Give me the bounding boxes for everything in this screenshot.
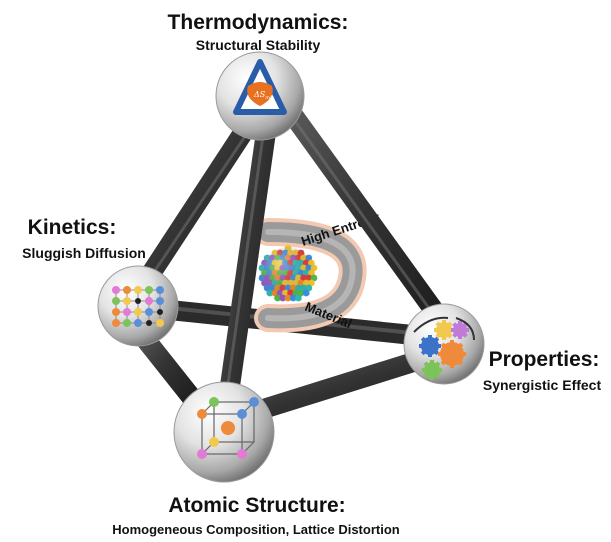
lattice-atom <box>249 397 259 407</box>
svg-text:ΔSmix: ΔSmix <box>253 90 275 101</box>
diffusion-atom <box>157 309 163 315</box>
gear <box>440 342 464 366</box>
diffusion-atom <box>134 286 142 294</box>
diffusion-atom <box>134 308 142 316</box>
lattice-atom <box>197 409 207 419</box>
gear <box>436 322 452 338</box>
diffusion-atom <box>112 308 120 316</box>
lattice-atoms <box>197 397 259 459</box>
thermodynamics-node: ΔSmix <box>215 51 305 141</box>
diffusion-atom <box>123 297 131 305</box>
lattice-atom <box>209 397 219 407</box>
gear <box>421 337 439 355</box>
gears-icon <box>419 320 469 380</box>
gear <box>424 362 440 378</box>
lattice-atom <box>237 409 247 419</box>
entropy-drop-icon <box>247 82 273 106</box>
atomic-structure-node <box>173 381 275 483</box>
diffusion-atom <box>156 297 164 305</box>
entropy-symbol-sub: mix <box>265 95 274 101</box>
gear <box>453 323 467 337</box>
diffusion-grid <box>112 286 164 327</box>
lattice-atom <box>197 449 207 459</box>
diffusion-atom <box>123 319 131 327</box>
atomic-structure-subtitle: Homogeneous Composition, Lattice Distort… <box>112 522 400 537</box>
lattice-atom <box>221 421 235 435</box>
thermodynamics-subtitle: Structural Stability <box>196 37 321 53</box>
kinetics-title: Kinetics: <box>28 216 117 239</box>
diffusion-atom <box>145 286 153 294</box>
diffusion-atom <box>145 297 153 305</box>
diffusion-atom <box>146 320 152 326</box>
diffusion-atom <box>156 319 164 327</box>
diffusion-atom <box>112 286 120 294</box>
diffusion-atom <box>112 297 120 305</box>
diffusion-atom <box>135 298 141 304</box>
diffusion-atom <box>123 308 131 316</box>
cluster-highlight <box>260 247 316 303</box>
diffusion-atom <box>123 286 131 294</box>
rods-front <box>128 98 448 420</box>
atomic-structure-title: Atomic Structure: <box>168 494 345 517</box>
diffusion-atom <box>134 319 142 327</box>
entropy-symbol: ΔS <box>253 90 266 99</box>
kinetics-subtitle: Sluggish Diffusion <box>22 245 146 261</box>
lattice-atom <box>209 437 219 447</box>
properties-subtitle: Synergistic Effect <box>483 377 602 393</box>
properties-title: Properties: <box>489 348 600 371</box>
lattice-atom <box>237 449 247 459</box>
thermodynamics-title: Thermodynamics: <box>168 11 349 34</box>
diffusion-atom <box>145 308 153 316</box>
properties-node <box>403 303 485 385</box>
kinetics-node <box>97 265 179 347</box>
atom-cluster <box>258 244 318 303</box>
diffusion-atom <box>112 319 120 327</box>
diffusion-atom <box>156 286 164 294</box>
